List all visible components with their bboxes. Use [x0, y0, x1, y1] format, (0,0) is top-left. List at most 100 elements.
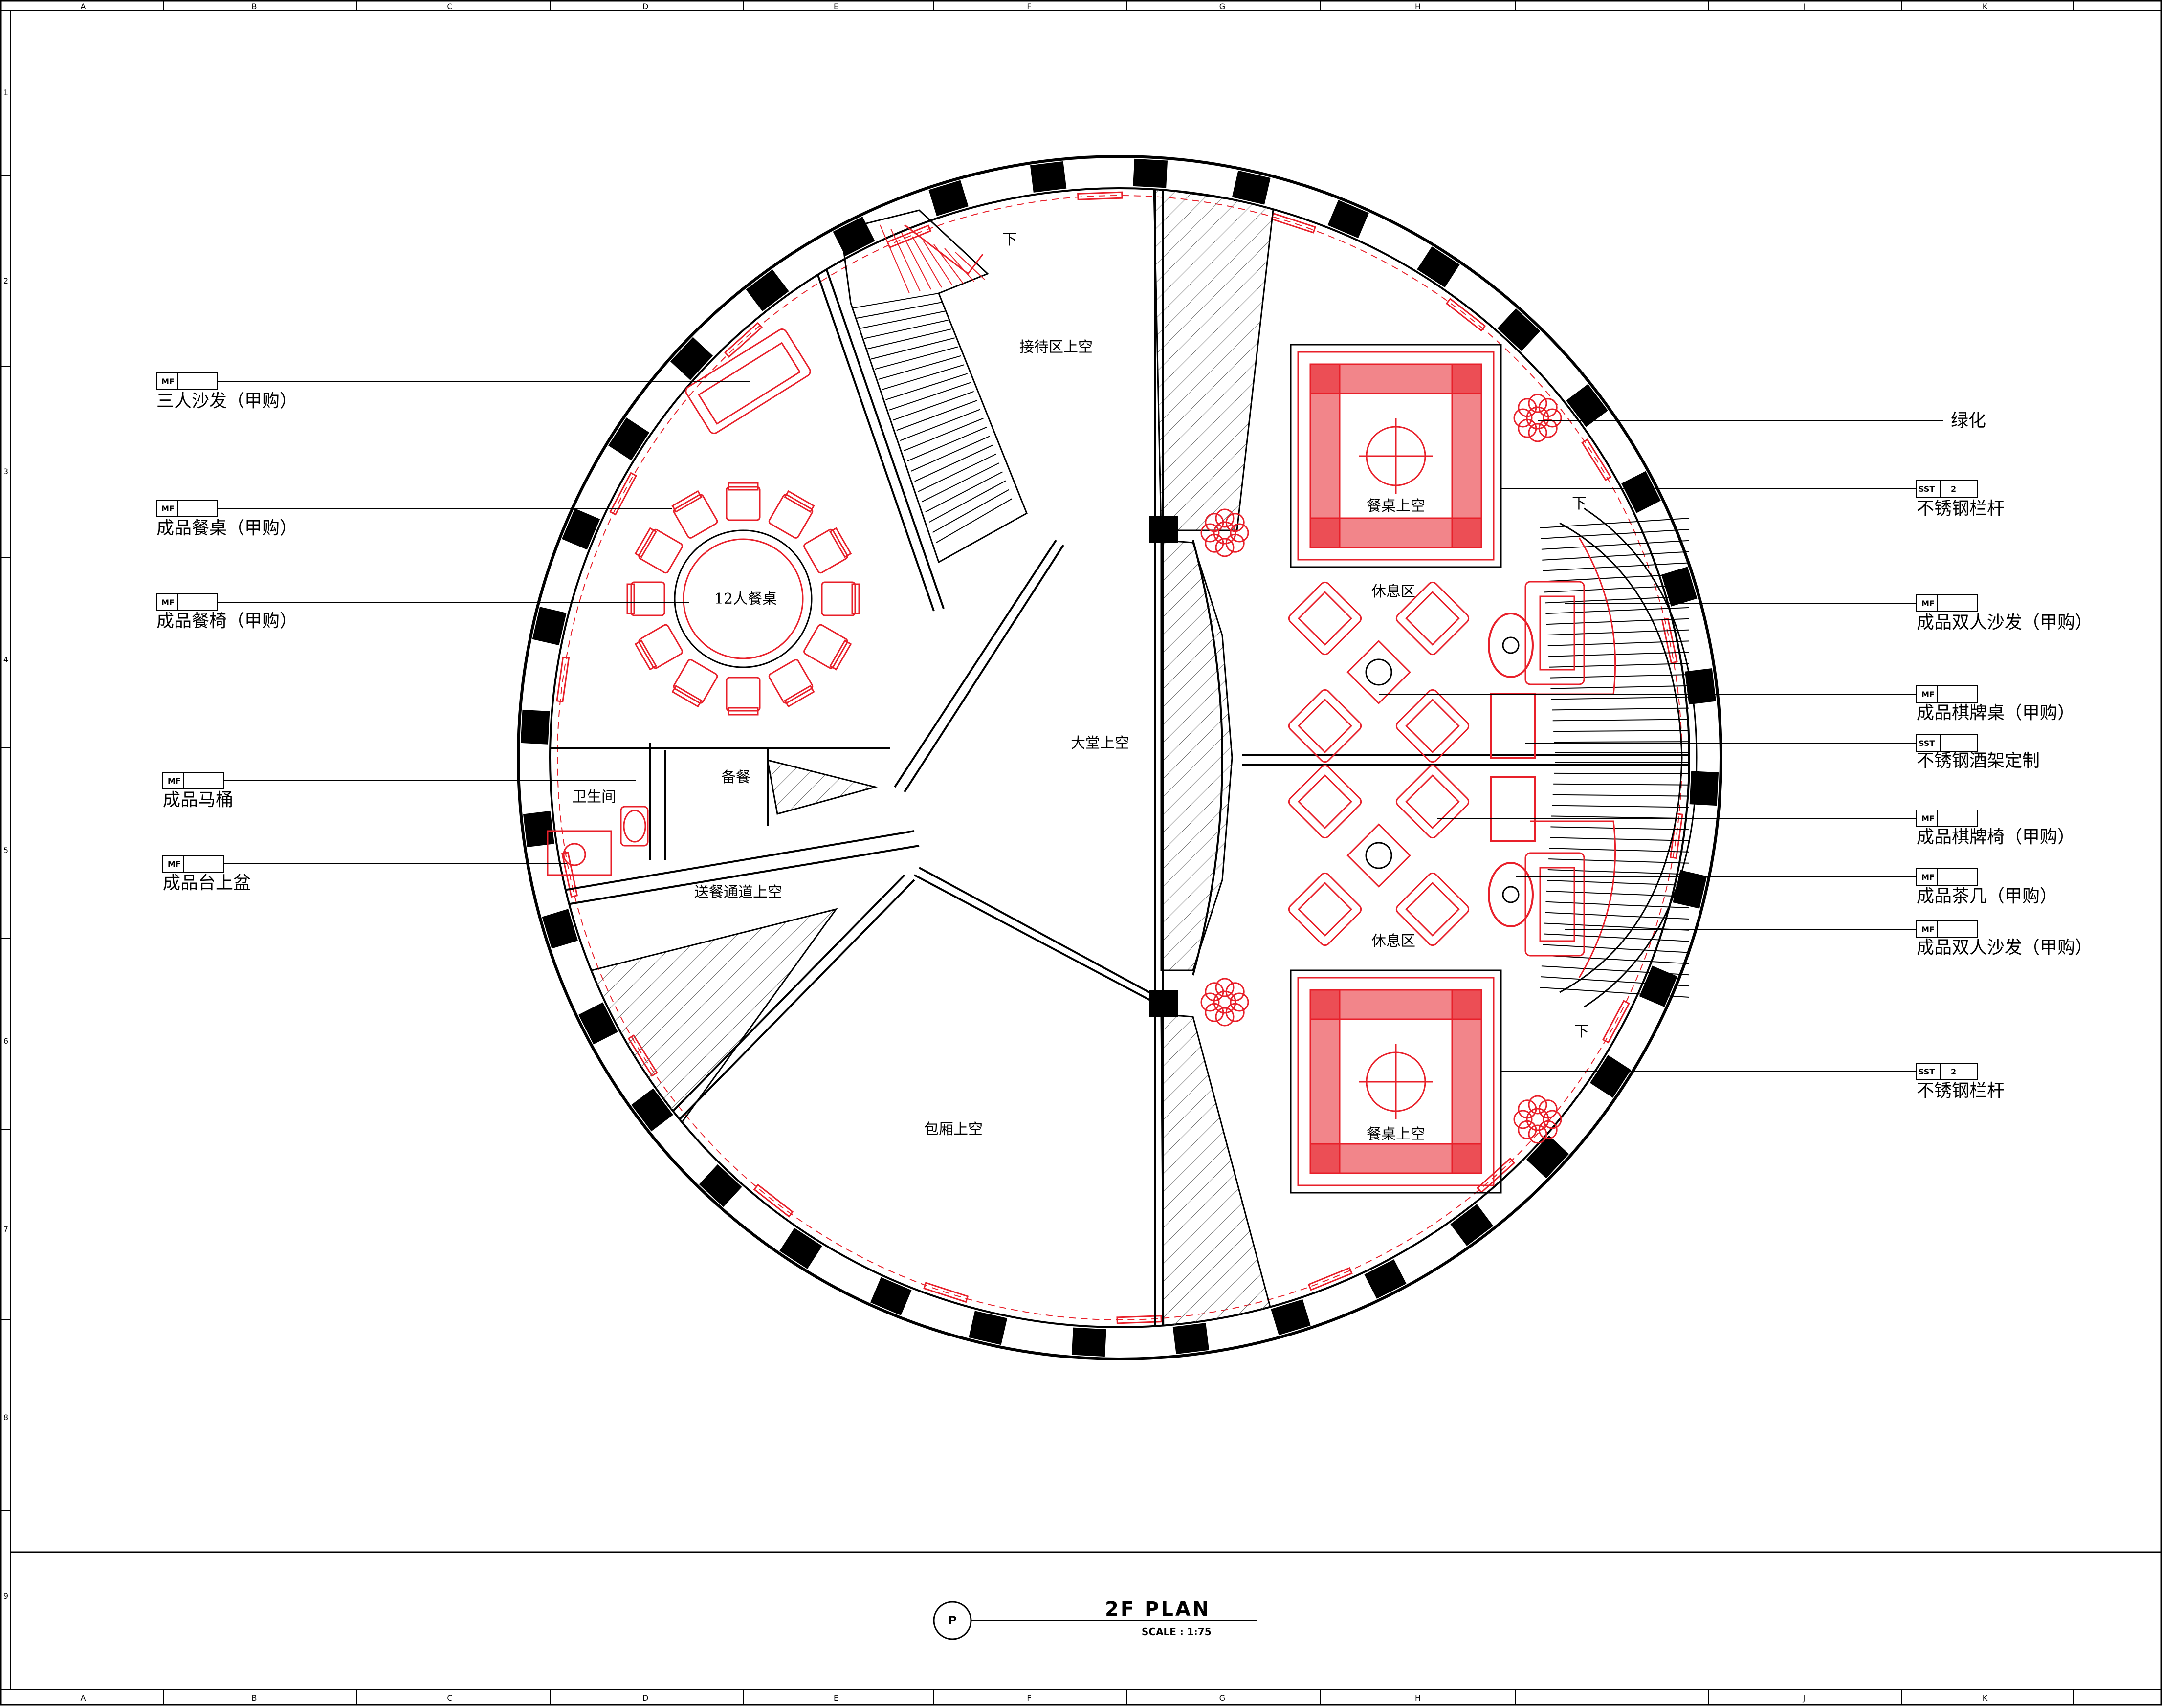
stair-tread	[1550, 685, 1690, 689]
grid-row-label: 9	[3, 1591, 8, 1600]
stair-tread	[857, 302, 942, 319]
callout-tag: MF	[161, 598, 175, 607]
grid-column-label: J	[1803, 2, 1806, 11]
stair-tread	[1545, 901, 1690, 909]
stair-tread	[1554, 772, 1690, 774]
grid-column-label: E	[834, 1693, 838, 1703]
stair-tread	[1545, 607, 1690, 614]
plant-icon	[1513, 394, 1562, 442]
stair-tread	[860, 310, 946, 329]
stair-tread	[1551, 696, 1690, 700]
callout-tag: MF	[1921, 690, 1935, 699]
stair-tread	[853, 293, 939, 308]
stair-tread	[907, 426, 987, 461]
dining-chair	[768, 659, 815, 708]
stair-tread	[1547, 869, 1690, 875]
perimeter-column	[1417, 246, 1460, 288]
stair-tread	[1547, 640, 1690, 646]
core-column-top	[1149, 516, 1178, 543]
stair-down-label-2: 下	[1572, 495, 1587, 512]
callouts-left: MF 三人沙发（甲购） MF 成品餐桌（甲购） MF 成品餐椅（甲购） MF 成…	[156, 372, 750, 893]
perimeter-column	[1133, 158, 1168, 188]
grid-column-label: A	[81, 2, 86, 11]
perimeter-column	[1566, 384, 1608, 427]
grid-column-label: F	[1027, 2, 1031, 11]
stair-tread	[885, 373, 968, 400]
callout-text: 不锈钢栏杆	[1917, 1081, 2005, 1101]
stair-tread	[955, 252, 985, 280]
stair-tread	[923, 240, 953, 286]
card-chair	[1288, 581, 1362, 656]
stair-tread	[863, 319, 949, 339]
callout-num: 2	[1951, 1067, 1956, 1076]
stair-tread	[890, 228, 921, 292]
window-mullion	[1669, 812, 1683, 859]
grid-row-label: 1	[3, 88, 8, 97]
basin	[547, 830, 612, 876]
room-label-corridor-void: 送餐通道上空	[694, 884, 782, 901]
stair-tread	[1547, 629, 1690, 636]
grid-row-label: 6	[3, 1036, 8, 1046]
toilet	[620, 806, 649, 847]
callout-greenery: 绿化	[1538, 411, 1986, 431]
stair-tread	[1549, 674, 1690, 679]
dining-chair	[803, 624, 852, 671]
title-symbol: P	[948, 1614, 957, 1627]
perimeter-column	[1271, 1299, 1311, 1336]
perimeter-column	[969, 1311, 1008, 1345]
plant-icon	[1200, 978, 1249, 1027]
perimeter-column	[631, 1088, 673, 1132]
furniture	[547, 328, 1585, 1144]
perimeter-column	[1030, 161, 1067, 193]
callout-num: 2	[1951, 484, 1956, 494]
stair-tread	[936, 498, 1013, 543]
callouts-right: 绿化 SST 2 不锈钢栏杆 MF 成品双人沙发（甲购） MF 成品棋牌桌（甲购…	[1379, 411, 2093, 1101]
stair-down-label-1: 下	[1002, 231, 1017, 248]
stair-tread	[1550, 826, 1690, 831]
card-chair	[1395, 581, 1470, 656]
window-mullion	[556, 656, 570, 703]
window-mullion	[609, 472, 638, 516]
stair-tread	[1543, 562, 1690, 571]
grid-column-label: K	[1983, 2, 1988, 11]
callout-text: 不锈钢酒架定制	[1917, 751, 2040, 771]
window-mullion	[1077, 191, 1123, 200]
grid-column-label: A	[81, 1693, 86, 1703]
room-label-restroom: 卫生间	[572, 788, 616, 806]
dining-chair	[803, 527, 852, 574]
stair-tread	[1546, 890, 1690, 898]
dining-void-railings	[1290, 344, 1502, 1194]
window-mullion	[1602, 1000, 1630, 1044]
stair-tread	[918, 453, 996, 492]
grid-column-label: G	[1219, 2, 1225, 11]
stair-tread	[1541, 965, 1690, 976]
callout-text: 成品餐椅（甲购）	[156, 611, 297, 631]
grid-row-label: 5	[3, 846, 8, 855]
grid-column-label: B	[252, 2, 257, 11]
grid-column-label: E	[834, 2, 838, 11]
two-seat-sofa-bottom	[1488, 852, 1585, 957]
callout-tag: MF	[168, 859, 181, 869]
perimeter-column	[928, 180, 969, 217]
card-chair	[1395, 689, 1470, 763]
room-label-pantry: 备餐	[721, 769, 750, 786]
callout-text: 成品茶几（甲购）	[1917, 886, 2057, 906]
callout-two-seat-sofa-bottom: MF 成品双人沙发（甲购）	[1565, 920, 2093, 958]
card-chair	[1288, 689, 1362, 763]
stair-tread	[1552, 719, 1690, 722]
perimeter-column	[1172, 1323, 1210, 1355]
dining-chair	[821, 581, 860, 616]
grid-column-label: J	[1803, 1693, 1806, 1703]
dining-void	[1290, 969, 1502, 1194]
perimeter-column	[1526, 1135, 1569, 1179]
stair-tread	[944, 248, 974, 282]
dining-chair	[671, 659, 718, 708]
callout-wine-rack: SST 不锈钢酒架定制	[1525, 734, 2040, 771]
perimeter-column	[1232, 170, 1271, 205]
grid-column-label: K	[1983, 1693, 1988, 1703]
window-mullion	[1581, 438, 1612, 482]
grid-row-label: 7	[3, 1225, 8, 1234]
perimeter-column	[779, 1227, 822, 1269]
stair-tread	[892, 391, 974, 421]
